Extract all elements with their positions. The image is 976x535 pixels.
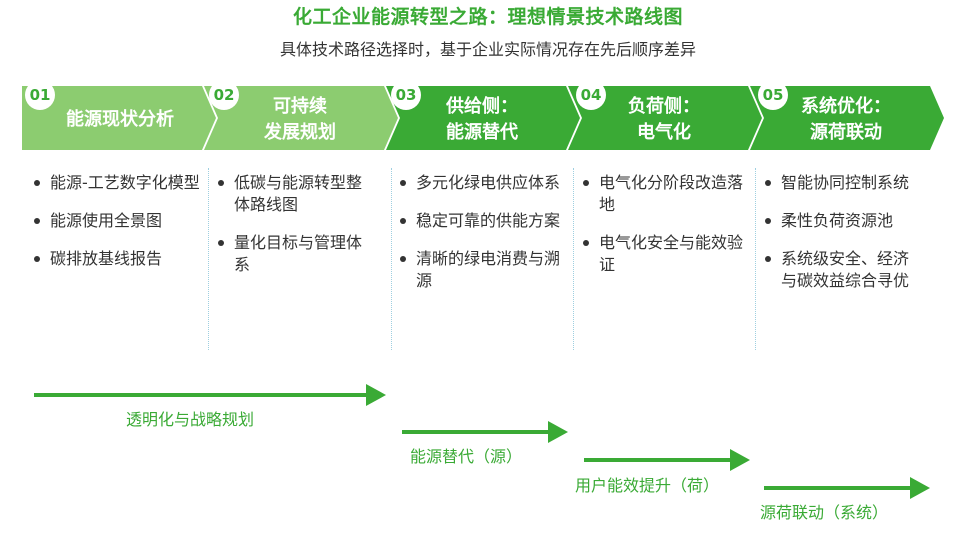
- page-subtitle: 具体技术路径选择时，基于企业实际情况存在先后顺序差异: [279, 40, 696, 59]
- step-1-label: 能源现状分析: [40, 90, 200, 150]
- list-item: 系统级安全、经济与碳效益综合寻优: [763, 248, 923, 292]
- track-2-label: 能源替代（源）: [410, 447, 523, 466]
- step-1-title: 能源现状分析: [66, 109, 174, 130]
- step-5-chevron: [750, 86, 944, 150]
- step-2-title-line2: 发展规划: [264, 122, 336, 143]
- step-5-number: 05: [758, 80, 788, 110]
- step-1-details: 能源-工艺数字化模型 能源使用全景图 碳排放基线报告: [32, 172, 202, 286]
- list-item: 多元化绿电供应体系: [398, 172, 560, 194]
- step-4-title-line2: 电气化: [637, 122, 691, 143]
- list-item: 清晰的绿电消费与溯源: [398, 248, 560, 292]
- step-4-details: 电气化分阶段改造落地 电气化安全与能效验证: [581, 172, 743, 292]
- list-item: 电气化安全与能效验证: [581, 232, 743, 276]
- step-4-number: 04: [576, 80, 606, 110]
- step-3-number: 03: [391, 80, 421, 110]
- step-2-label: 可持续 发展规划: [220, 90, 380, 150]
- list-item: 稳定可靠的供能方案: [398, 210, 560, 232]
- step-3-details: 多元化绿电供应体系 稳定可靠的供能方案 清晰的绿电消费与溯源: [398, 172, 560, 308]
- step-2-number: 02: [209, 80, 239, 110]
- step-2-details: 低碳与能源转型整体路线图 量化目标与管理体系: [216, 172, 376, 292]
- step-3-title-line1: 供给侧：: [446, 96, 518, 117]
- column-divider: [391, 168, 392, 350]
- step-5-title-line1: 系统优化：: [801, 96, 891, 117]
- step-4-chevron: [568, 86, 762, 150]
- list-item: 电气化分阶段改造落地: [581, 172, 743, 216]
- list-item: 量化目标与管理体系: [216, 232, 376, 276]
- track-1-arrow: [34, 384, 386, 406]
- step-5-details: 智能协同控制系统 柔性负荷资源池 系统级安全、经济与碳效益综合寻优: [763, 172, 923, 308]
- step-5-title-line2: 源荷联动: [810, 122, 882, 143]
- step-3-chevron: [386, 86, 580, 150]
- step-4-title-line1: 负荷侧：: [628, 96, 700, 117]
- list-item: 柔性负荷资源池: [763, 210, 923, 232]
- track-4-arrow: [764, 477, 930, 499]
- step-3-title-line2: 能源替代: [446, 122, 518, 143]
- track-3-arrow: [584, 449, 750, 471]
- list-item: 能源-工艺数字化模型: [32, 172, 202, 194]
- track-3-label: 用户能效提升（荷）: [575, 476, 720, 495]
- step-2-chevron: [204, 86, 398, 150]
- step-5-label: 系统优化： 源荷联动: [766, 90, 926, 150]
- track-4-label: 源荷联动（系统）: [760, 503, 889, 522]
- column-divider: [573, 168, 574, 350]
- step-1-number: 01: [25, 80, 55, 110]
- list-item: 低碳与能源转型整体路线图: [216, 172, 376, 216]
- column-divider: [755, 168, 756, 350]
- page-title: 化工企业能源转型之路：理想情景技术路线图: [292, 6, 683, 28]
- list-item: 智能协同控制系统: [763, 172, 923, 194]
- step-4-label: 负荷侧： 电气化: [584, 90, 744, 150]
- step-2-title-line1: 可持续: [273, 96, 327, 117]
- list-item: 碳排放基线报告: [32, 248, 202, 270]
- track-2-arrow: [402, 421, 568, 443]
- track-1-label: 透明化与战略规划: [126, 410, 255, 429]
- step-1-chevron: [22, 86, 216, 150]
- step-3-label: 供给侧： 能源替代: [402, 90, 562, 150]
- column-divider: [208, 168, 209, 350]
- list-item: 能源使用全景图: [32, 210, 202, 232]
